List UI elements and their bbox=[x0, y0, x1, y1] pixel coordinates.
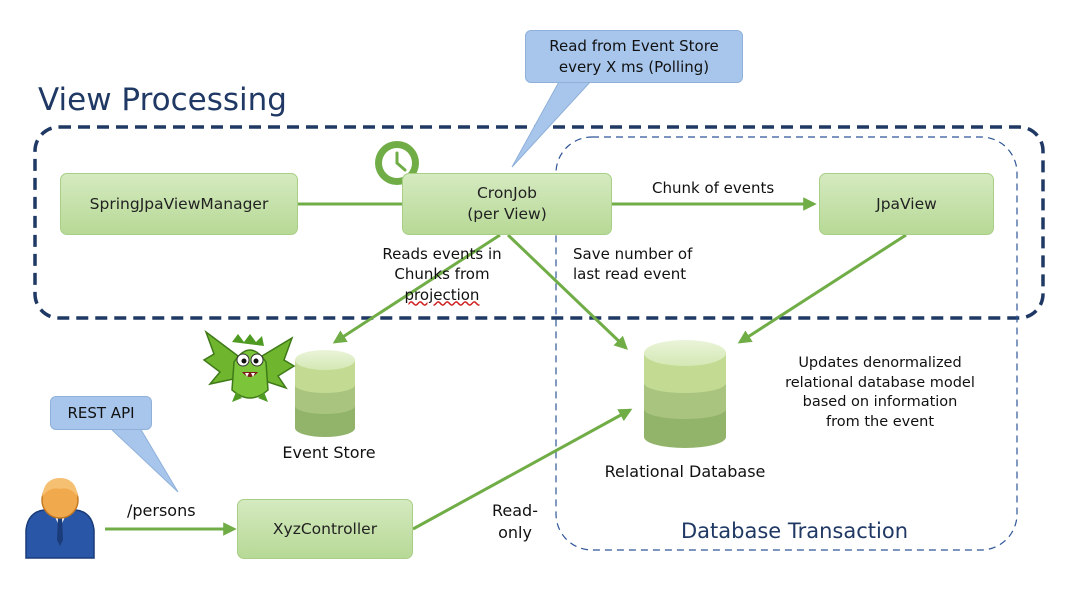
polling-callout-line1: Read from Event Store bbox=[549, 36, 719, 55]
updates-annotation-line4: from the event bbox=[825, 413, 935, 430]
cronjob-sublabel: (per View) bbox=[467, 205, 547, 223]
save-number-line2: last read event bbox=[573, 265, 687, 284]
database-transaction-label: Database Transaction bbox=[681, 519, 909, 543]
user-icon bbox=[25, 478, 95, 559]
reads-events-label: Reads events in Chunks from projection bbox=[378, 244, 506, 305]
spring-jpa-view-manager-label: SpringJpaViewManager bbox=[89, 194, 269, 213]
edge-controller-database bbox=[412, 408, 633, 531]
jpaview-label: JpaView bbox=[876, 194, 937, 213]
page-title: View Processing bbox=[38, 82, 287, 118]
rest-callout-tail bbox=[108, 427, 179, 493]
xyz-controller-node: XyzController bbox=[237, 499, 413, 559]
updates-annotation-line1: Updates denormalized bbox=[798, 355, 962, 371]
updates-annotation: Updates denormalized relational database… bbox=[775, 354, 985, 432]
rest-api-callout: REST API bbox=[50, 396, 152, 430]
edge-jpaview-database bbox=[737, 233, 907, 344]
updates-annotation-line2: relational database model bbox=[785, 374, 975, 391]
reads-events-line1: Reads events in bbox=[382, 245, 502, 263]
polling-callout-tail bbox=[511, 79, 594, 168]
chunk-of-events-label: Chunk of events bbox=[652, 179, 775, 197]
xyz-controller-label: XyzController bbox=[272, 519, 378, 538]
save-number-label: Save number of last read event bbox=[573, 244, 692, 285]
relational-database-label: Relational Database bbox=[604, 462, 766, 481]
cronjob-label: CronJob bbox=[476, 184, 538, 203]
dragon-mascot-icon bbox=[202, 329, 296, 402]
read-only-label: Read- only bbox=[490, 500, 540, 543]
relational-database-icon bbox=[644, 340, 726, 448]
jpaview-node: JpaView bbox=[819, 173, 994, 235]
save-number-line1: Save number of bbox=[573, 245, 693, 263]
persons-endpoint-label: /persons bbox=[127, 501, 196, 520]
read-only-line1: Read- bbox=[492, 501, 538, 520]
read-only-line2: only bbox=[498, 522, 532, 542]
reads-events-line2: Chunks from bbox=[394, 265, 490, 284]
polling-callout: Read from Event Store every X ms (Pollin… bbox=[525, 30, 743, 83]
spring-jpa-view-manager-node: SpringJpaViewManager bbox=[60, 173, 298, 235]
edge-cronjob-eventstore bbox=[332, 233, 501, 344]
updates-annotation-line3: based on information bbox=[802, 394, 958, 411]
event-store-database-icon bbox=[295, 350, 355, 437]
cronjob-node: CronJob (per View) bbox=[402, 173, 612, 235]
rest-api-label: REST API bbox=[67, 403, 135, 422]
database-transaction-frame bbox=[555, 136, 1018, 551]
event-store-label: Event Store bbox=[282, 443, 376, 462]
edge-cronjob-database bbox=[506, 233, 628, 350]
polling-callout-line2: every X ms (Polling) bbox=[558, 57, 710, 76]
reads-events-line3: projection bbox=[404, 285, 480, 304]
